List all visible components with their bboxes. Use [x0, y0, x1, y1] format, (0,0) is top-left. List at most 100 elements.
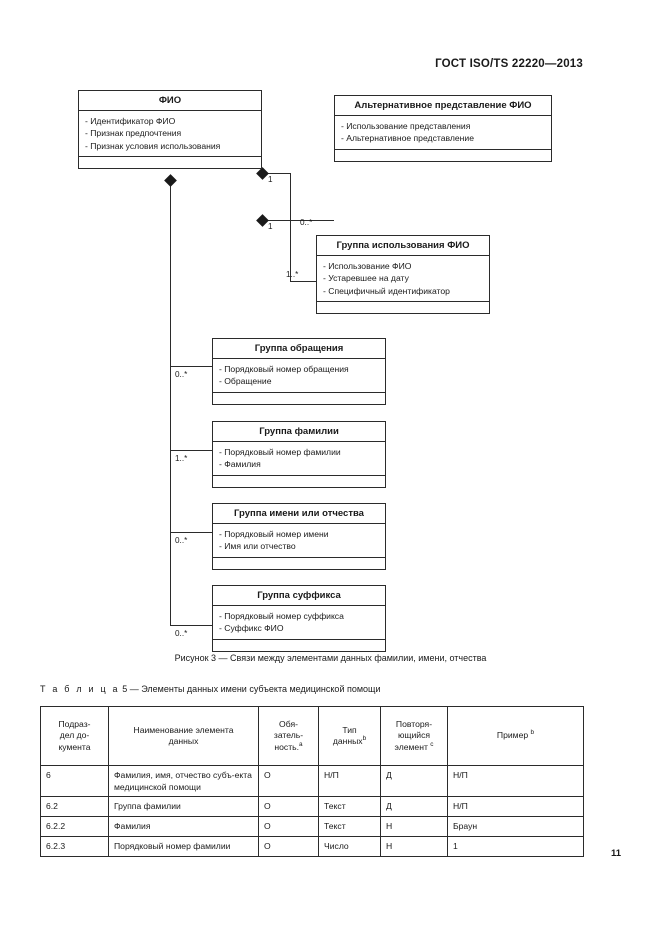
uml-box-attributes: - Использование ФИО - Устаревшее на дату… — [317, 256, 489, 303]
cell-name: Фамилия, имя, отчество субъ-екта медицин… — [108, 765, 259, 797]
uml-box-surname-group[interactable]: Группа фамилии - Порядковый номер фамили… — [212, 421, 386, 488]
uml-attribute: - Фамилия — [219, 459, 261, 470]
multiplicity-surname-end: 1..* — [175, 454, 188, 463]
uml-box-attributes: - Идентификатор ФИО - Признак предпочтен… — [79, 111, 261, 158]
cell-example: Н/П — [447, 796, 584, 817]
cell-type: Текст — [318, 796, 381, 817]
uml-box-title: Группа использования ФИО — [317, 236, 489, 256]
data-elements-table: Подраз- дел до- кумента Наименование эле… — [40, 706, 584, 857]
cell-example: Браун — [447, 816, 584, 837]
uml-box-attributes: - Использование представления - Альтерна… — [335, 116, 551, 150]
cell-repeating: Д — [380, 765, 448, 797]
uml-box-attributes: - Порядковый номер суффикса - Суффикс ФИ… — [213, 606, 385, 640]
column-header-name: Наименование элемента данных — [108, 706, 259, 766]
uml-attribute: - Признак условия использования — [85, 140, 221, 151]
connector-usage-to-box — [290, 281, 316, 282]
cell-section: 6.2.3 — [40, 836, 109, 857]
cell-required: О — [258, 796, 319, 817]
connector-branch-suffix — [170, 625, 212, 626]
column-header-required: Обя- затель- ность.a — [258, 706, 319, 766]
uml-attribute: - Использование ФИО — [323, 261, 412, 271]
uml-box-title: Группа имени или отчества — [213, 504, 385, 524]
connector-spine-vertical — [170, 180, 171, 625]
connector-fio-alt — [262, 220, 334, 221]
uml-attribute: - Имя или отчество — [219, 541, 296, 552]
column-header-example: Пример b — [447, 706, 584, 766]
connector-fio-usage-vertical — [290, 173, 291, 281]
uml-attribute: - Устаревшее на дату — [323, 273, 409, 284]
table-header-row: Подраз- дел до- кумента Наименование эле… — [40, 706, 584, 766]
figure-caption: Рисунок 3 — Связи между элементами данны… — [174, 653, 487, 663]
cell-section: 6 — [40, 765, 109, 797]
uml-attribute: - Использование представления — [341, 121, 471, 131]
uml-box-operations — [79, 157, 261, 168]
uml-box-title: Альтернативное представление ФИО — [335, 96, 551, 116]
uml-box-givenname-group[interactable]: Группа имени или отчества - Порядковый н… — [212, 503, 386, 570]
uml-box-title: Группа суффикса — [213, 586, 385, 606]
cell-section: 6.2 — [40, 796, 109, 817]
connector-branch-surname — [170, 450, 212, 451]
cell-type: Н/П — [318, 765, 381, 797]
table-row: 6.2 Группа фамилии О Текст Д Н/П — [40, 796, 584, 817]
uml-box-title: Группа обращения — [213, 339, 385, 359]
cell-required: О — [258, 816, 319, 837]
cell-repeating: Н — [380, 836, 448, 857]
connector-branch-address — [170, 366, 212, 367]
uml-attribute: - Порядковый номер обращения — [219, 364, 349, 374]
cell-required: О — [258, 836, 319, 857]
aggregation-diamond-spine — [164, 174, 177, 187]
standard-designation: ГОСТ ISO/TS 22220—2013 — [435, 58, 583, 70]
uml-attribute: - Альтернативное представление — [341, 133, 474, 144]
uml-box-address-group[interactable]: Группа обращения - Порядковый номер обра… — [212, 338, 386, 405]
cell-name: Группа фамилии — [108, 796, 259, 817]
cell-repeating: Д — [380, 796, 448, 817]
uml-box-operations — [213, 558, 385, 569]
uml-box-title: Группа фамилии — [213, 422, 385, 442]
multiplicity-fio-usage: 1 — [268, 175, 273, 184]
uml-attribute: - Порядковый номер фамилии — [219, 447, 341, 457]
uml-box-attributes: - Порядковый номер имени - Имя или отчес… — [213, 524, 385, 558]
uml-box-operations — [317, 302, 489, 313]
table-title-prefix: Т а б л и ц а — [40, 684, 120, 694]
cell-example: Н/П — [447, 765, 584, 797]
table-row: 6.2.2 Фамилия О Текст Н Браун — [40, 816, 584, 837]
cell-repeating: Н — [380, 816, 448, 837]
uml-box-fio[interactable]: ФИО - Идентификатор ФИО - Признак предпо… — [78, 90, 262, 170]
uml-box-operations — [213, 393, 385, 404]
uml-box-operations — [335, 150, 551, 161]
cell-required: О — [258, 765, 319, 797]
cell-type: Число — [318, 836, 381, 857]
uml-box-suffix-group[interactable]: Группа суффикса - Порядковый номер суффи… — [212, 585, 386, 652]
uml-attribute: - Порядковый номер суффикса — [219, 611, 344, 621]
cell-example: 1 — [447, 836, 584, 857]
uml-box-operations — [213, 640, 385, 651]
uml-box-attributes: - Порядковый номер фамилии - Фамилия — [213, 442, 385, 476]
table-row: 6 Фамилия, имя, отчество субъ-екта медиц… — [40, 765, 584, 797]
uml-attribute: - Специфичный идентификатор — [323, 285, 450, 296]
uml-attribute: - Обращение — [219, 376, 272, 387]
connector-fio-usage-horizontal — [262, 173, 291, 174]
multiplicity-address-end: 0..* — [175, 370, 188, 379]
multiplicity-alt-end: 0..* — [300, 218, 313, 227]
multiplicity-usage-end: 1..* — [286, 270, 299, 279]
aggregation-diamond-alt — [256, 214, 269, 227]
uml-class-diagram: 1 0..* 1 1..* 0..* 1..* 0..* 0..* ФИО - … — [0, 80, 661, 652]
cell-name: Порядковый номер фамилии — [108, 836, 259, 857]
uml-box-attributes: - Порядковый номер обращения - Обращение — [213, 359, 385, 393]
cell-type: Текст — [318, 816, 381, 837]
table-title-number: 5 — [122, 684, 128, 694]
uml-box-alt-representation[interactable]: Альтернативное представление ФИО - Испол… — [334, 95, 552, 162]
multiplicity-fio-alt: 1 — [268, 222, 273, 231]
connector-branch-givenname — [170, 532, 212, 533]
uml-attribute: - Порядковый номер имени — [219, 529, 329, 539]
table-title-text: — Элементы данных имени субъекта медицин… — [129, 684, 381, 694]
multiplicity-givenname-end: 0..* — [175, 536, 188, 545]
table-row: 6.2.3 Порядковый номер фамилии О Число Н… — [40, 836, 584, 857]
column-header-repeating: Повторя- ющийся элемент c — [380, 706, 448, 766]
uml-attribute: - Суффикс ФИО — [219, 623, 284, 634]
page-number: 11 — [610, 848, 621, 859]
column-header-type: Тип данныхb — [318, 706, 381, 766]
table-title: Т а б л и ц а 5 — Элементы данных имени … — [40, 684, 380, 694]
uml-box-usage-group[interactable]: Группа использования ФИО - Использование… — [316, 235, 490, 315]
